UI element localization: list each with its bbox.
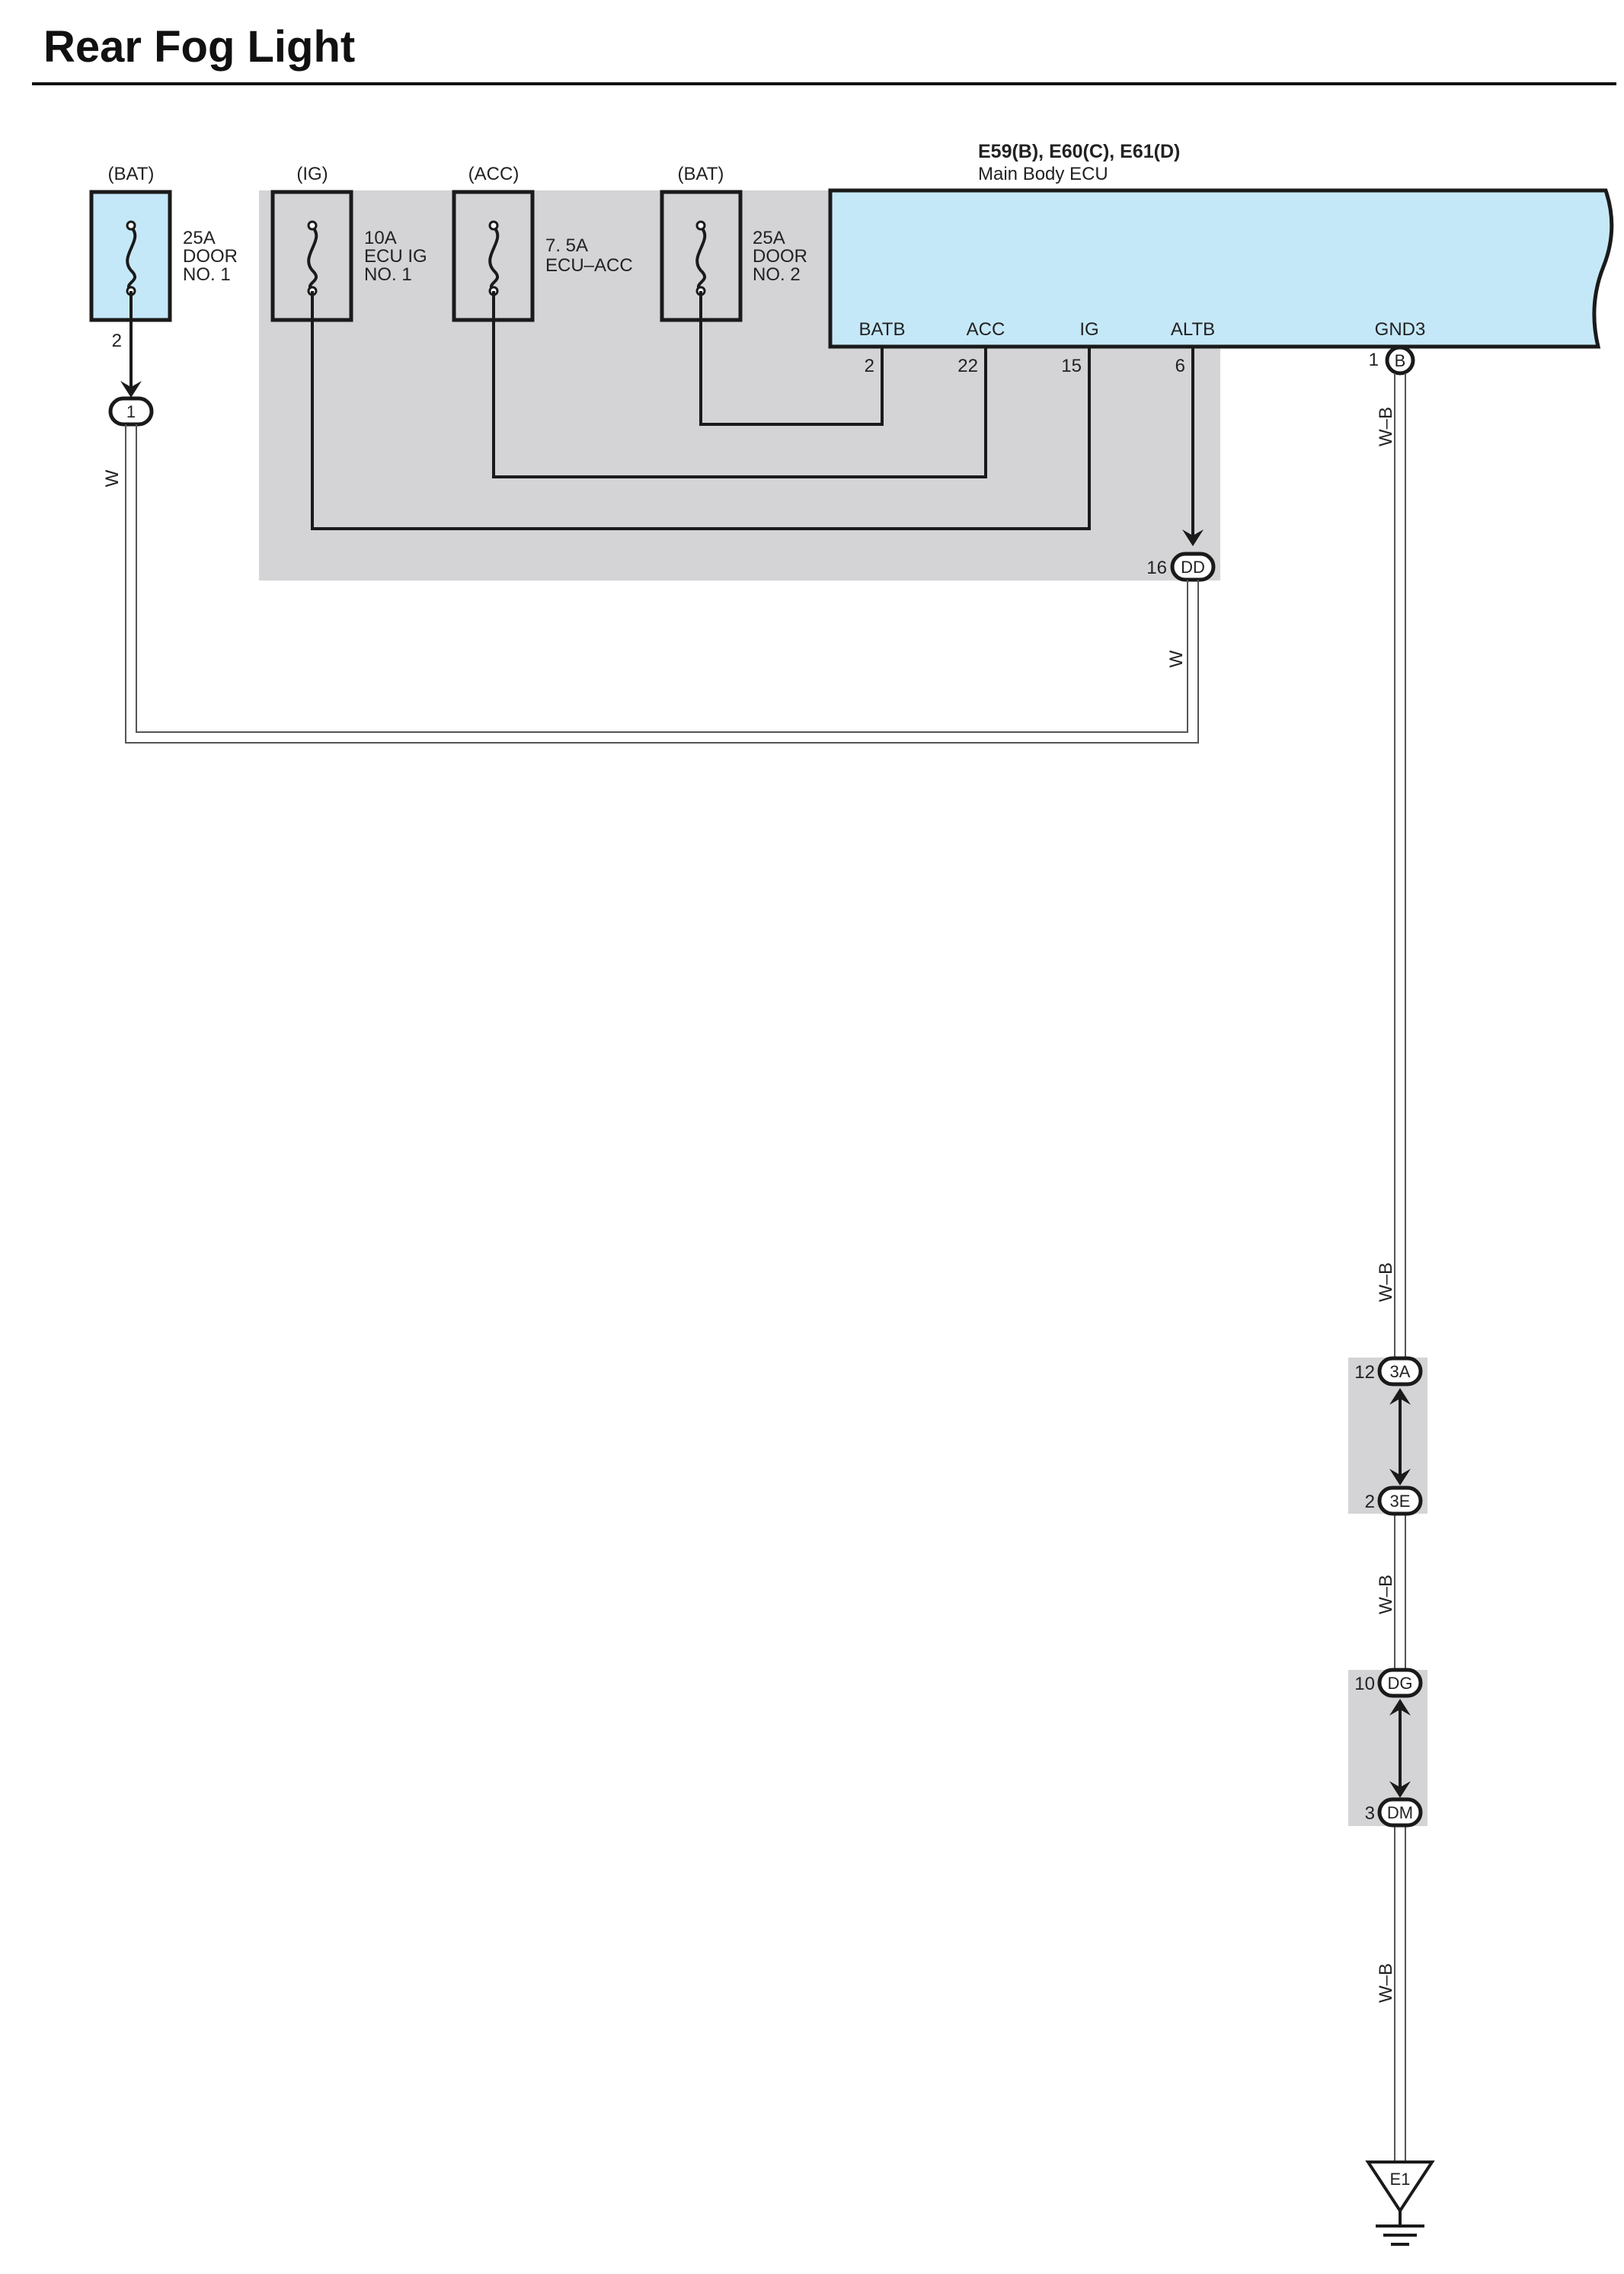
pin-number-altb: 6 bbox=[1175, 356, 1185, 376]
fuse2-rating: 10A bbox=[364, 228, 397, 248]
connector-b bbox=[1385, 345, 1415, 376]
fuse4-source: (BAT) bbox=[678, 164, 724, 184]
junction-1 bbox=[108, 396, 154, 427]
fuse1-element bbox=[126, 225, 137, 293]
fuse1-name: DOOR bbox=[183, 246, 238, 267]
ground-label: E1 bbox=[1390, 2170, 1411, 2189]
wire-label-w2: W bbox=[1166, 650, 1187, 667]
junction-dm-id: DM bbox=[1387, 1803, 1413, 1822]
arrow-icon bbox=[1389, 1388, 1411, 1405]
wire-label-w1: W bbox=[102, 469, 123, 487]
pin-label-altb: ALTB bbox=[1171, 319, 1215, 340]
fuse1-rating: 25A bbox=[183, 228, 216, 248]
junction-dm-pin: 3 bbox=[1365, 1803, 1375, 1824]
fuse1-pin: 2 bbox=[112, 331, 122, 351]
fuse4-name: DOOR bbox=[753, 246, 807, 267]
junction-dd-id: DD bbox=[1181, 558, 1205, 577]
ground-icon bbox=[1365, 2160, 1435, 2246]
junction-3e-id: 3E bbox=[1390, 1492, 1411, 1511]
junction-dd bbox=[1170, 552, 1216, 582]
junction-dg-id: DG bbox=[1388, 1674, 1413, 1693]
ecu-connectors: E59(B), E60(C), E61(D) bbox=[978, 141, 1180, 162]
junction-dg bbox=[1377, 1668, 1423, 1698]
fuse1-source: (BAT) bbox=[108, 164, 155, 184]
junction-3e-pin: 2 bbox=[1365, 1492, 1375, 1512]
wire-label-wb1: W–B bbox=[1376, 407, 1396, 446]
arrow-icon bbox=[1182, 529, 1204, 546]
pin-label-gnd3: GND3 bbox=[1375, 319, 1426, 340]
junction-1-label: 1 bbox=[126, 402, 136, 421]
fuse4-term bbox=[695, 220, 706, 231]
junction-3a-pin: 12 bbox=[1354, 1362, 1375, 1383]
junction-3a-id: 3A bbox=[1390, 1362, 1411, 1381]
title-rule bbox=[32, 82, 1616, 85]
fuse4-name2: NO. 2 bbox=[753, 264, 801, 285]
junction-dg-pin: 10 bbox=[1354, 1674, 1375, 1694]
fuse1-term bbox=[126, 220, 136, 231]
fuse4-rating: 25A bbox=[753, 228, 785, 248]
junction-3e bbox=[1377, 1486, 1423, 1516]
arrow-icon bbox=[1389, 1469, 1411, 1486]
pin-label-batb: BATB bbox=[859, 319, 906, 340]
pin-number-batb: 2 bbox=[865, 356, 874, 376]
fuse3-source: (ACC) bbox=[468, 164, 519, 184]
wire-label-wb4: W–B bbox=[1376, 1963, 1396, 2003]
main-body-ecu bbox=[828, 188, 1614, 349]
wire-label-wb3: W–B bbox=[1376, 1575, 1396, 1614]
fuse3-term bbox=[488, 220, 499, 231]
wb-wire bbox=[1394, 373, 1406, 2162]
connector-b-label: B bbox=[1395, 351, 1406, 370]
junction-dm bbox=[1377, 1797, 1423, 1828]
fuse2-term bbox=[307, 220, 318, 231]
junction-3a bbox=[1377, 1356, 1423, 1386]
fuse2-source: (IG) bbox=[296, 164, 328, 184]
pin-number-ig: 15 bbox=[1061, 356, 1082, 376]
fuse4-element bbox=[695, 225, 707, 293]
wire-label-wb2: W–B bbox=[1376, 1262, 1396, 1302]
pin-label-acc: ACC bbox=[967, 319, 1005, 340]
junction-dd-pin: 16 bbox=[1146, 558, 1167, 578]
arrow-icon bbox=[1389, 1699, 1411, 1716]
pin-label-ig: IG bbox=[1079, 319, 1098, 340]
fuse3-rating: 7. 5A bbox=[545, 235, 588, 256]
fuse2-name2: NO. 1 bbox=[364, 264, 412, 285]
fuse2-element bbox=[307, 225, 318, 293]
page-title: Rear Fog Light bbox=[43, 22, 356, 72]
pin-number-gnd3: 1 bbox=[1369, 350, 1379, 370]
internal-wiring bbox=[129, 291, 1194, 537]
pin-number-acc: 22 bbox=[957, 356, 978, 376]
fuse3-name: ECU–ACC bbox=[545, 255, 633, 276]
arrow-icon bbox=[1389, 1781, 1411, 1798]
arrow-icon bbox=[120, 381, 142, 398]
fuse1-name2: NO. 1 bbox=[183, 264, 231, 285]
ecu-name: Main Body ECU bbox=[978, 164, 1108, 184]
fuse3-element bbox=[488, 225, 500, 293]
fuse2-name: ECU IG bbox=[364, 246, 427, 267]
w-wire bbox=[125, 424, 1199, 744]
